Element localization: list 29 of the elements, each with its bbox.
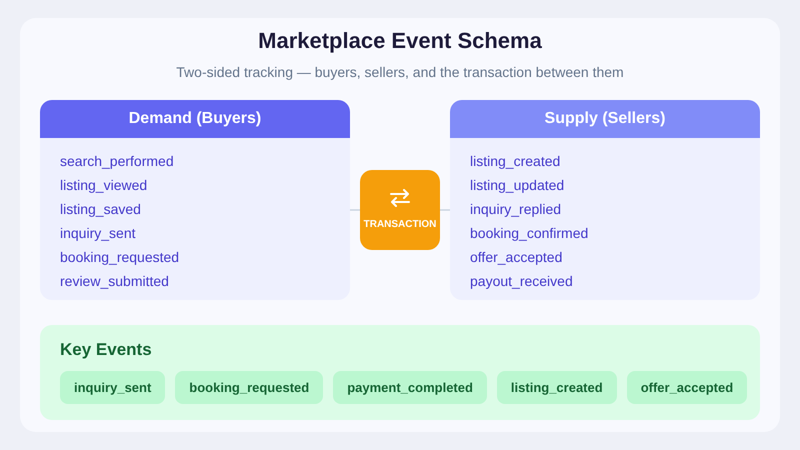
panel-header: Demand (Buyers) bbox=[40, 100, 350, 138]
event-chip: offer_accepted bbox=[626, 370, 748, 404]
transaction-label: TRANSACTION bbox=[364, 218, 436, 232]
event-name: listing_updated bbox=[470, 176, 566, 195]
event-chip: inquiry_sent bbox=[60, 370, 166, 404]
event-name: listing_saved bbox=[60, 200, 142, 219]
event-chip: payment_completed bbox=[333, 370, 487, 404]
transaction-box bbox=[360, 170, 440, 250]
title: Marketplace Event Schema bbox=[257, 27, 543, 55]
event-name: payout_received bbox=[470, 272, 574, 291]
category-panel bbox=[40, 100, 350, 300]
category-panel bbox=[450, 100, 760, 300]
event-name: search_performed bbox=[60, 152, 175, 171]
event-name: offer_accepted bbox=[470, 248, 564, 267]
event-name: listing_viewed bbox=[60, 176, 148, 195]
event-name: inquiry_replied bbox=[470, 200, 562, 219]
event-name: listing_created bbox=[470, 152, 562, 171]
event-name: review_submitted bbox=[60, 272, 170, 291]
event-chip: booking_requested bbox=[175, 370, 324, 404]
event-name: inquiry_sent bbox=[60, 224, 136, 243]
event-name: booking_confirmed bbox=[470, 224, 590, 243]
event-name: booking_requested bbox=[60, 248, 180, 267]
connector-line bbox=[350, 209, 360, 211]
panel-header: Supply (Sellers) bbox=[450, 100, 760, 138]
panel-heading: Key Events bbox=[60, 339, 153, 361]
connector-line bbox=[440, 209, 450, 211]
key-events-panel bbox=[40, 325, 760, 420]
subtitle: Two-sided tracking — buyers, sellers, and the transaction between them bbox=[175, 63, 625, 82]
event-chip: listing_created bbox=[496, 370, 617, 404]
